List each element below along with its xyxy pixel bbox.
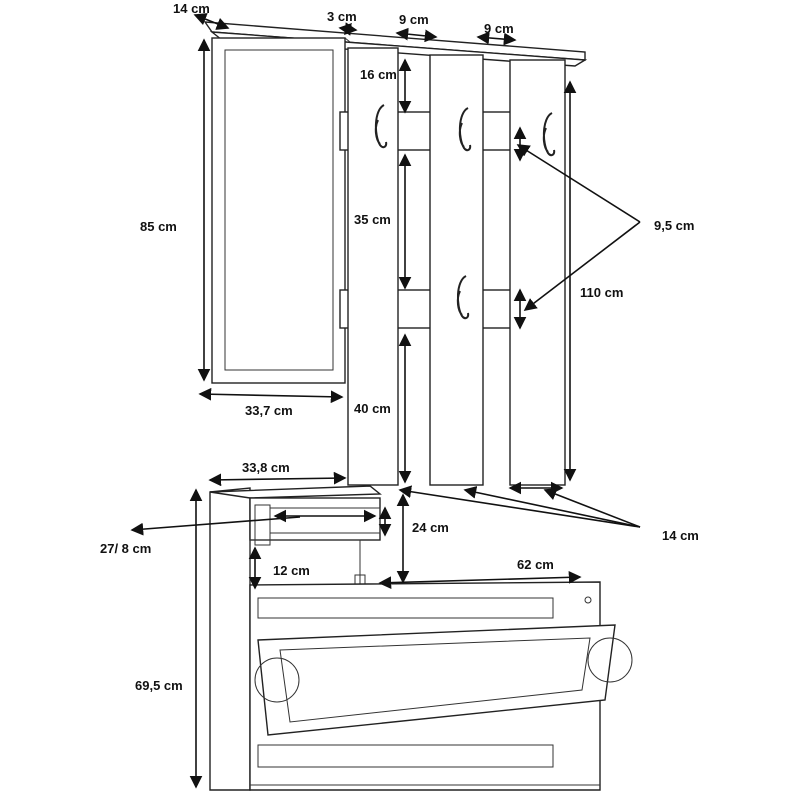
label-shelf-depth: 14 cm [173,1,210,16]
label-panel-height: 110 cm [580,285,623,300]
label-panel-depth: 14 cm [662,528,699,543]
label-mirror-height: 85 cm [140,219,177,234]
hook-icon [458,107,472,152]
label-bar-spacing: 9,5 cm [654,218,694,233]
wall-panels [347,47,566,486]
label-drawer-width: 33,8 cm [242,460,290,475]
label-top-hook-offset: 16 cm [360,67,397,82]
label-drawer-depth: 27/ 8 cm [100,541,151,556]
hook-icon [456,275,470,320]
label-panel-width-2: 9 cm [484,21,514,36]
label-mirror-width: 33,7 cm [245,403,293,418]
label-drawer-height: 24 cm [412,520,449,535]
coat-hooks [374,104,556,320]
mirror-panel [211,37,351,384]
dimension-lines [130,13,641,789]
label-gap: 3 cm [327,9,357,24]
hook-icon [374,104,388,149]
hook-icon [542,112,556,157]
label-cabinet-width: 62 cm [517,557,554,572]
label-cabinet-height: 69,5 cm [135,678,183,693]
label-bottom-span: 40 cm [354,401,391,416]
label-shelf-height: 12 cm [273,563,310,578]
label-middle-span: 35 cm [354,212,391,227]
label-panel-width-1: 9 cm [399,12,429,27]
dimension-labels: 14 cm 3 cm 9 cm 9 cm 16 cm 85 cm 35 cm 9… [100,1,699,693]
shoe-cabinet [209,485,633,791]
